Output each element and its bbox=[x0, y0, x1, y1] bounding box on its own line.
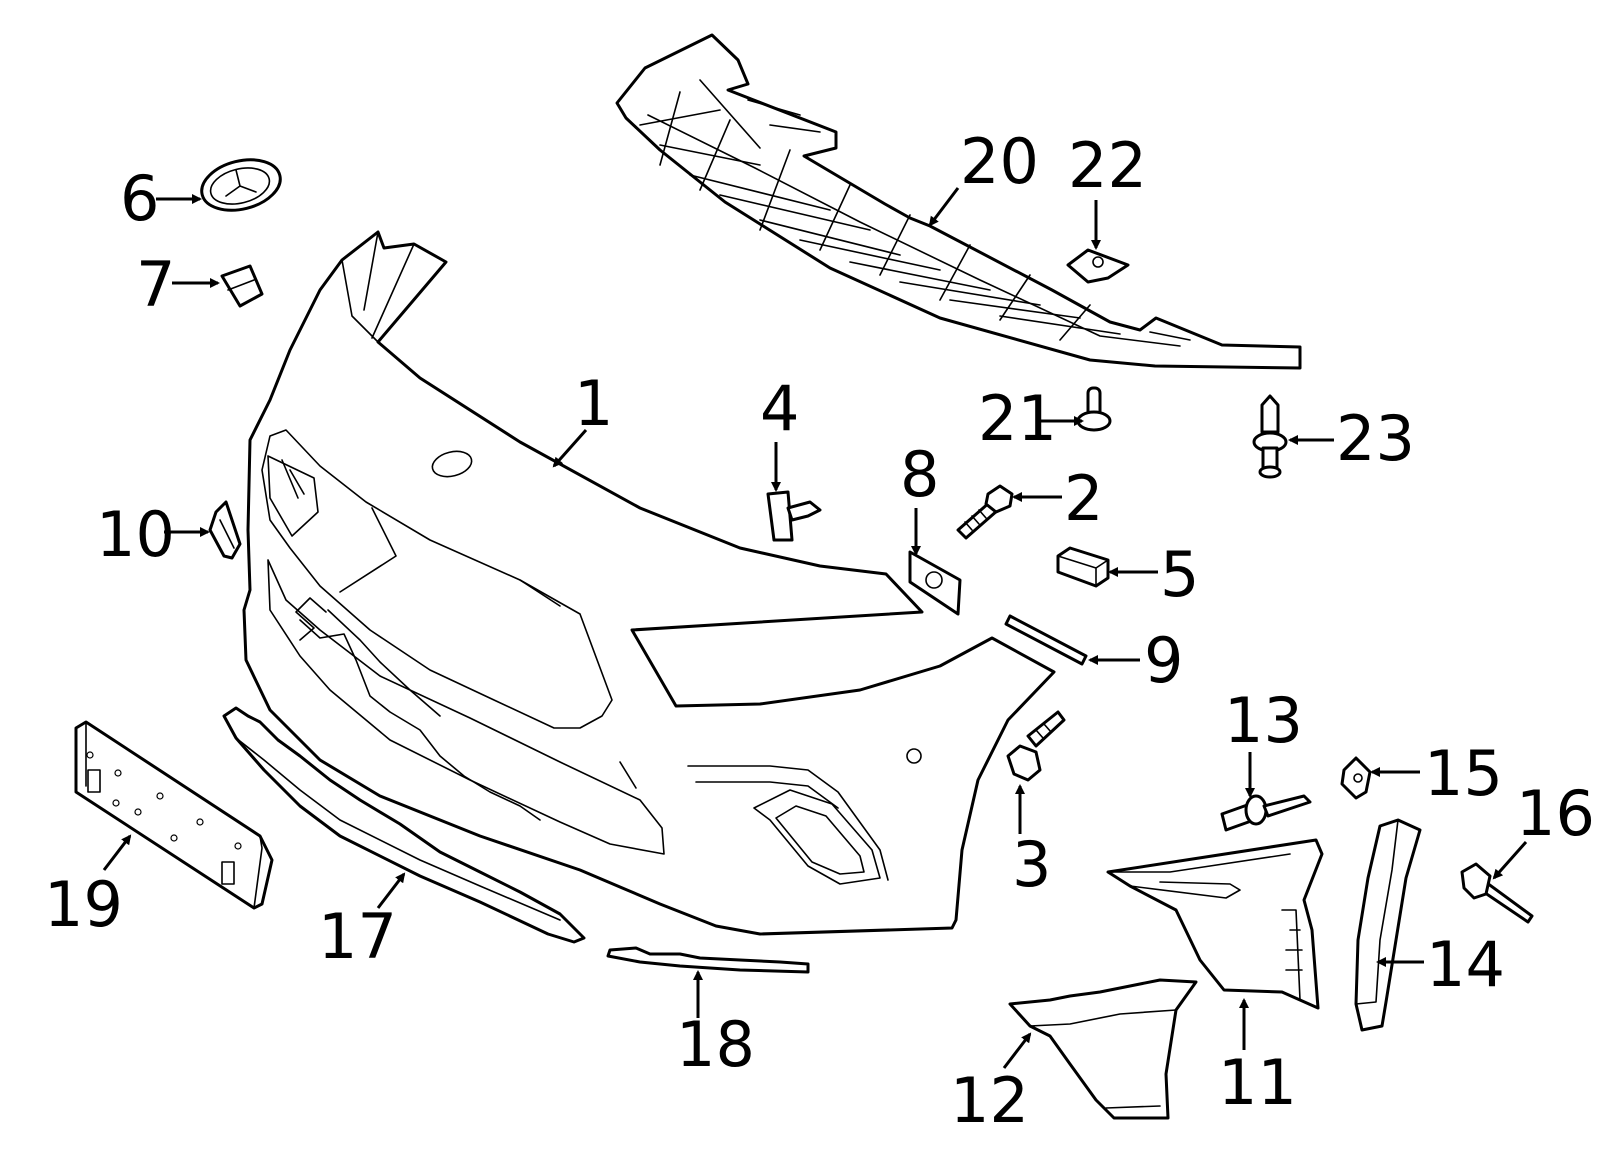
callout-label-3: 3 bbox=[1012, 828, 1051, 901]
part-22-nut-clip bbox=[1066, 248, 1130, 284]
part-20-splash-shield bbox=[615, 33, 1302, 370]
callout-12: 12 bbox=[950, 1032, 1032, 1137]
part-3-bolt bbox=[1006, 710, 1066, 782]
callout-label-20: 20 bbox=[960, 125, 1039, 198]
leader-19 bbox=[102, 834, 132, 871]
part-5-block bbox=[1056, 546, 1110, 588]
part-11-side-duct bbox=[1106, 838, 1324, 1010]
part-18-lower-strip bbox=[606, 946, 810, 974]
part-16-screw bbox=[1460, 862, 1534, 924]
callout-label-21: 21 bbox=[978, 382, 1057, 455]
callout-17: 17 bbox=[318, 872, 406, 973]
callout-label-22: 22 bbox=[1068, 129, 1147, 202]
part-14-side-strip bbox=[1354, 818, 1422, 1032]
callout-label-8: 8 bbox=[900, 438, 939, 511]
callout-label-9: 9 bbox=[1144, 624, 1183, 697]
part-1-bumper-cover bbox=[242, 230, 1056, 936]
part-17-lower-trim bbox=[222, 706, 586, 944]
callout-6: 6 bbox=[120, 162, 202, 235]
part-21-push-clip bbox=[1076, 386, 1112, 432]
callout-label-5: 5 bbox=[1160, 538, 1199, 611]
callout-label-10: 10 bbox=[96, 498, 175, 571]
callout-14: 14 bbox=[1376, 928, 1505, 1001]
callout-label-13: 13 bbox=[1224, 684, 1303, 757]
leader-16 bbox=[1492, 841, 1528, 880]
callout-19: 19 bbox=[44, 834, 132, 941]
callout-label-16: 16 bbox=[1516, 777, 1595, 850]
callout-21: 21 bbox=[978, 382, 1084, 455]
part-10-side-bracket bbox=[208, 500, 242, 560]
part-2-bolt bbox=[956, 484, 1014, 540]
part-4-clip-bracket bbox=[766, 490, 822, 542]
leader-12 bbox=[1002, 1032, 1032, 1069]
part-15-clip-nut bbox=[1340, 756, 1372, 800]
callout-11: 11 bbox=[1218, 998, 1297, 1119]
part-12-corner-trim bbox=[1008, 978, 1198, 1120]
callout-label-23: 23 bbox=[1336, 402, 1415, 475]
part-7-bracket bbox=[220, 264, 264, 308]
part-19-license-bracket bbox=[74, 720, 274, 910]
leader-17 bbox=[376, 872, 406, 909]
part-9-trim-strip bbox=[1004, 614, 1088, 666]
callout-label-11: 11 bbox=[1218, 1046, 1297, 1119]
callout-label-18: 18 bbox=[676, 1008, 755, 1081]
callout-13: 13 bbox=[1224, 684, 1303, 798]
leader-20 bbox=[928, 187, 960, 227]
callout-label-14: 14 bbox=[1426, 928, 1505, 1001]
part-23-rivet-pin bbox=[1252, 394, 1288, 479]
callout-4: 4 bbox=[760, 372, 799, 492]
callout-label-1: 1 bbox=[574, 367, 613, 440]
callout-label-7: 7 bbox=[136, 248, 175, 321]
callout-1: 1 bbox=[552, 367, 613, 468]
callout-20: 20 bbox=[928, 125, 1039, 227]
callout-15: 15 bbox=[1370, 737, 1503, 810]
callout-label-4: 4 bbox=[760, 372, 799, 445]
callout-label-2: 2 bbox=[1064, 462, 1103, 535]
callout-3: 3 bbox=[1012, 784, 1051, 901]
callout-7: 7 bbox=[136, 248, 220, 321]
leader-1 bbox=[552, 429, 588, 468]
callout-18: 18 bbox=[676, 970, 755, 1081]
callout-label-12: 12 bbox=[950, 1064, 1029, 1137]
callout-8: 8 bbox=[900, 438, 939, 556]
part-8-sensor-bracket bbox=[908, 550, 962, 616]
callout-2: 2 bbox=[1012, 462, 1103, 535]
callout-16: 16 bbox=[1492, 777, 1595, 880]
callout-10: 10 bbox=[96, 498, 210, 571]
callout-22: 22 bbox=[1068, 129, 1147, 250]
callout-label-6: 6 bbox=[120, 162, 159, 235]
part-13-rivet bbox=[1220, 794, 1312, 832]
callout-label-19: 19 bbox=[44, 868, 123, 941]
callout-23: 23 bbox=[1288, 402, 1415, 475]
callout-5: 5 bbox=[1108, 538, 1199, 611]
callout-9: 9 bbox=[1088, 624, 1183, 697]
callout-label-15: 15 bbox=[1424, 737, 1503, 810]
callout-label-17: 17 bbox=[318, 900, 397, 973]
part-6-emblem bbox=[200, 158, 282, 212]
